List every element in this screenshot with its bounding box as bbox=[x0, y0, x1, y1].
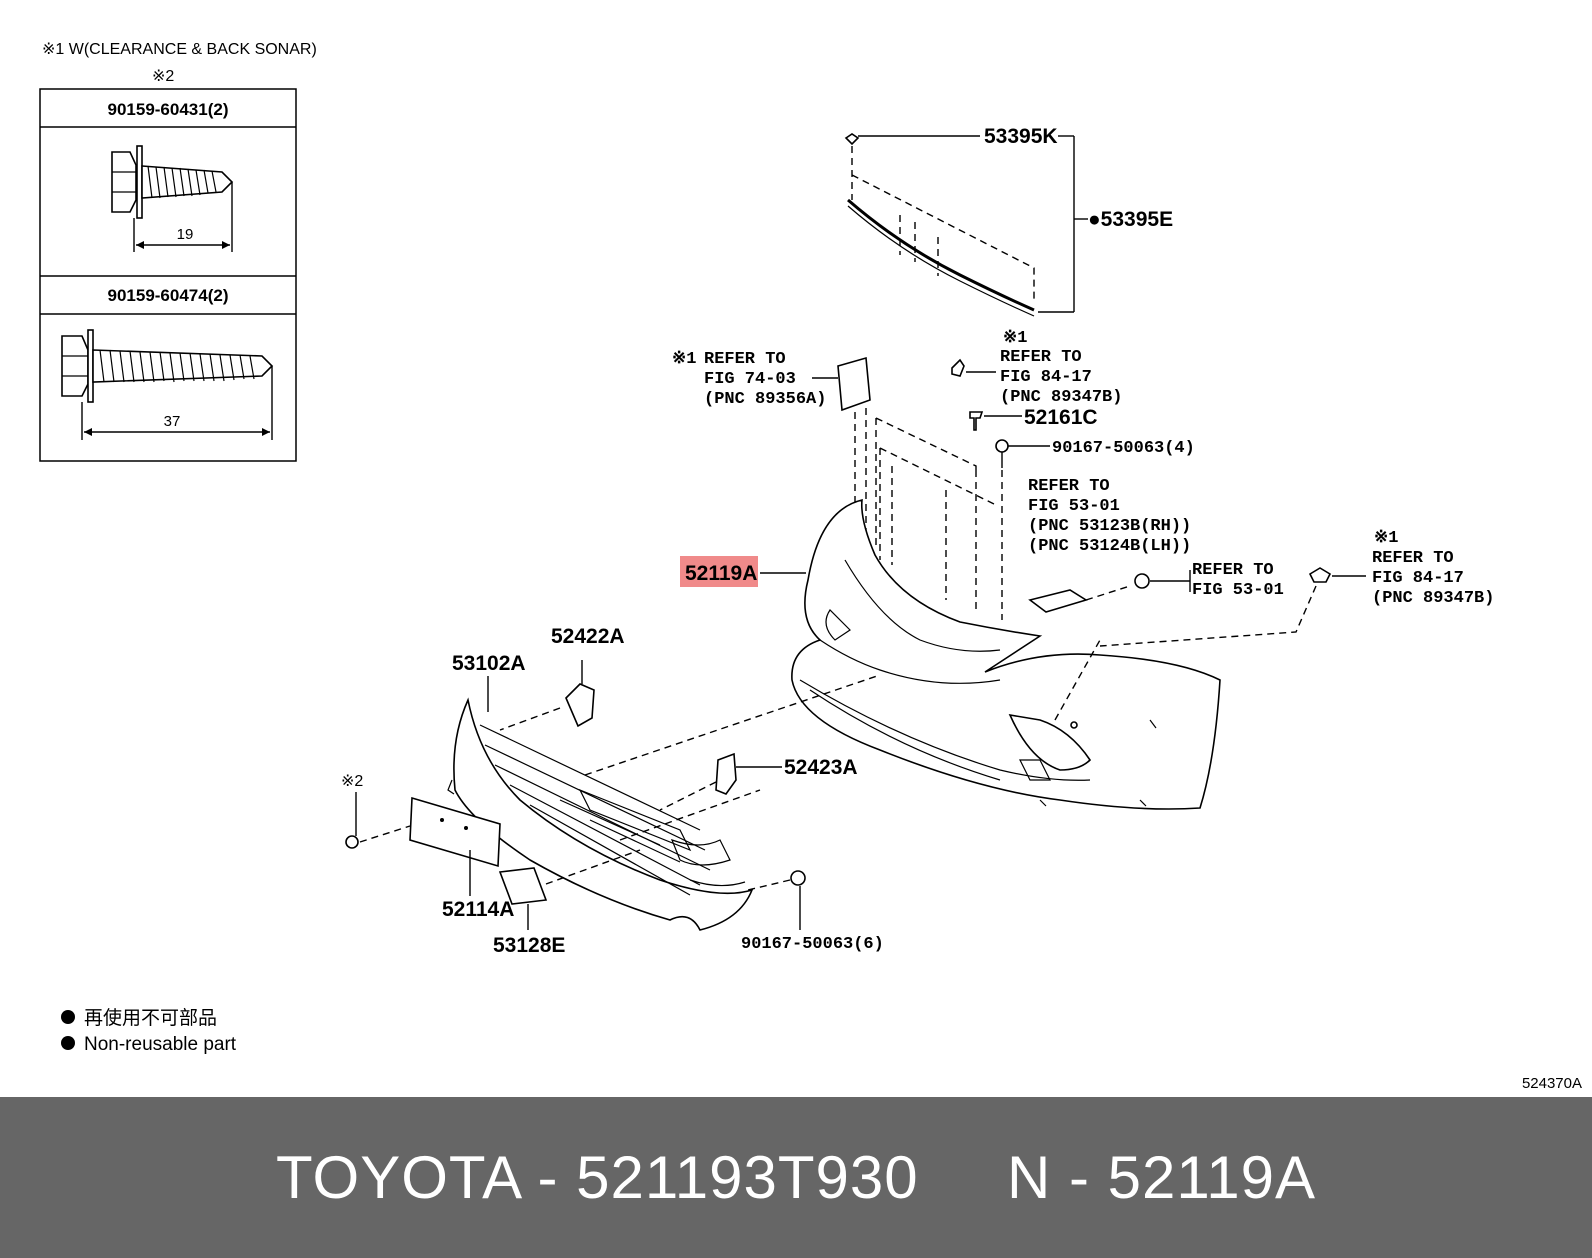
ref3-line1: REFER TO bbox=[1028, 477, 1110, 496]
ref5-line2: FIG 84-17 bbox=[1372, 569, 1464, 588]
bolt2-part-number: 90159-60474(2) bbox=[108, 286, 229, 305]
clip-52161C bbox=[969, 411, 1022, 431]
label-52161C[interactable]: 52161C bbox=[1024, 406, 1098, 429]
label-90167-50063-4[interactable]: 90167-50063(4) bbox=[1052, 439, 1195, 458]
lower-grille-53102A bbox=[447, 697, 754, 931]
ref5-line1: REFER TO bbox=[1372, 549, 1454, 568]
legend-japanese: 再使用不可部品 bbox=[84, 1007, 217, 1029]
footer-part-info: TOYOTA - 521193T930 N - 52119A bbox=[275, 1144, 1317, 1211]
ref2-line2: FIG 84-17 bbox=[1000, 368, 1092, 387]
part-number-footer: TOYOTA - 521193T930 N - 52119A bbox=[0, 1097, 1592, 1258]
label-53102A[interactable]: 53102A bbox=[452, 652, 526, 675]
ref5-mark: ※1 bbox=[1374, 529, 1398, 548]
screw-star2 bbox=[345, 792, 411, 849]
label-53395E[interactable]: ●53395E bbox=[1088, 208, 1173, 231]
label-53128E[interactable]: 53128E bbox=[493, 934, 565, 957]
ref3-line4: (PNC 53124B(LH)) bbox=[1028, 537, 1191, 556]
reference-53123B: REFER TO FIG 53-01 (PNC 53123B(RH)) (PNC… bbox=[1028, 477, 1191, 556]
ref3-line2: FIG 53-01 bbox=[1028, 497, 1120, 516]
plate-52114A bbox=[409, 796, 501, 896]
upper-seal-assembly bbox=[844, 133, 1088, 317]
label-star2[interactable]: ※2 bbox=[341, 773, 363, 790]
ref3-line3: (PNC 53123B(RH)) bbox=[1028, 517, 1191, 536]
legend-english: Non-reusable part bbox=[84, 1034, 237, 1055]
screw-90167-top bbox=[995, 439, 1050, 468]
label-52423A[interactable]: 52423A bbox=[784, 756, 858, 779]
legend-bullet-jp bbox=[61, 1010, 75, 1024]
bracket-53-01 bbox=[1028, 570, 1191, 613]
ref2-line1: REFER TO bbox=[1000, 348, 1082, 367]
ref2-line3: (PNC 89347B) bbox=[1000, 388, 1122, 407]
ref1-line2: FIG 74-03 bbox=[704, 370, 796, 389]
ref1-mark: ※1 bbox=[672, 350, 696, 369]
label-53395K[interactable]: 53395K bbox=[984, 125, 1058, 148]
note-mark-2: ※2 bbox=[152, 68, 174, 85]
label-52422A[interactable]: 52422A bbox=[551, 625, 625, 648]
reference-89356A: ※1 REFER TO FIG 74-03 (PNC 89356A) bbox=[672, 350, 871, 545]
bolt2-drawing bbox=[61, 329, 274, 440]
screw-90167-bottom bbox=[747, 870, 806, 930]
diagram-code: 524370A bbox=[1522, 1075, 1582, 1092]
note-clearance-sonar: ※1 W(CLEARANCE & BACK SONAR) bbox=[42, 41, 317, 58]
bracket-52422A bbox=[499, 660, 595, 731]
ref2-mark: ※1 bbox=[1003, 329, 1027, 348]
bolt1-drawing bbox=[111, 145, 234, 252]
bolt-table: 90159-60431(2) 90159-60474(2) 19 bbox=[39, 88, 297, 462]
reference-89347B-top: ※1 REFER TO FIG 84-17 (PNC 89347B) bbox=[951, 329, 1122, 407]
ref1-line1: REFER TO bbox=[704, 350, 786, 369]
label-52119A[interactable]: 52119A bbox=[685, 562, 757, 585]
bolt1-part-number: 90159-60431(2) bbox=[108, 100, 229, 119]
ref4-line2: FIG 53-01 bbox=[1192, 581, 1284, 600]
reference-89347B-right: ※1 REFER TO FIG 84-17 (PNC 89347B) bbox=[1099, 529, 1494, 647]
ref5-line3: (PNC 89347B) bbox=[1372, 589, 1494, 608]
reference-53-01: REFER TO FIG 53-01 bbox=[1192, 561, 1284, 600]
bracket-52423A bbox=[659, 752, 782, 811]
ref1-line3: (PNC 89356A) bbox=[704, 390, 826, 409]
label-52114A[interactable]: 52114A bbox=[442, 898, 514, 921]
parts-diagram: ※1 W(CLEARANCE & BACK SONAR) ※2 90159-60… bbox=[39, 41, 1582, 1092]
bolt1-length: 19 bbox=[177, 226, 194, 243]
highlight-52119A bbox=[680, 556, 758, 587]
cover-53128E bbox=[498, 849, 641, 930]
bolt2-length: 37 bbox=[164, 413, 181, 430]
label-90167-50063-6[interactable]: 90167-50063(6) bbox=[741, 935, 884, 954]
bumper-cover-52119A bbox=[791, 498, 1221, 810]
ref4-line1: REFER TO bbox=[1192, 561, 1274, 580]
legend-bullet-en bbox=[61, 1036, 75, 1050]
